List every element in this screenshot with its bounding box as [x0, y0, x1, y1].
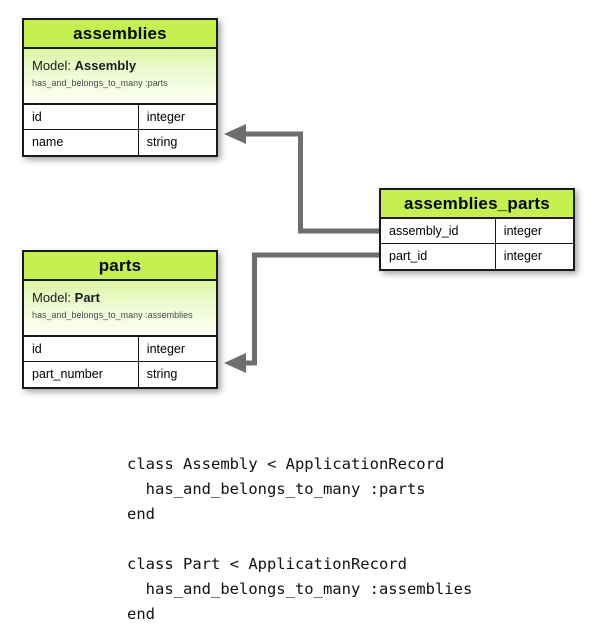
column-name: part_id — [381, 244, 496, 269]
connector-part-id-fk — [224, 252, 379, 373]
model-name: Part — [74, 290, 100, 305]
column-type: string — [146, 367, 178, 381]
arrowhead-left-icon — [224, 124, 246, 144]
column-type: integer — [503, 224, 543, 238]
entity-parts-body: Model: Part has_and_belongs_to_many :ass… — [24, 281, 216, 337]
model-name: Assembly — [74, 58, 137, 73]
column-name: part_number — [24, 362, 139, 387]
connector-assembly-id-fk — [224, 124, 379, 234]
entity-assemblies-parts[interactable]: assemblies_parts assembly_id integer par… — [379, 188, 575, 271]
column-type: string — [146, 135, 178, 149]
table-row: name string — [24, 130, 216, 155]
entity-parts-model: Model: Part — [32, 290, 208, 306]
entity-assemblies-model: Model: Assembly — [32, 58, 208, 74]
entity-parts-association: has_and_belongs_to_many :assemblies — [32, 310, 193, 320]
arrowhead-left-icon — [224, 353, 246, 373]
ruby-code-sample: class Assembly < ApplicationRecord has_a… — [127, 454, 473, 623]
entity-parts-title: parts — [24, 252, 216, 281]
table-row: id integer — [24, 337, 216, 362]
column-name: name — [24, 130, 139, 155]
model-label: Model: — [32, 290, 72, 305]
table-row: id integer — [24, 105, 216, 130]
column-type: integer — [503, 249, 543, 263]
table-row: part_id integer — [381, 244, 573, 269]
entity-assemblies-title: assemblies — [24, 20, 216, 49]
entity-assemblies[interactable]: assemblies Model: Assembly has_and_belon… — [22, 18, 218, 157]
column-name: assembly_id — [381, 219, 496, 243]
column-name: id — [24, 337, 139, 361]
column-name: id — [24, 105, 139, 129]
column-type: integer — [146, 342, 186, 356]
entity-assemblies-body: Model: Assembly has_and_belongs_to_many … — [24, 49, 216, 105]
model-label: Model: — [32, 58, 72, 73]
column-type: integer — [146, 110, 186, 124]
entity-assemblies-parts-title: assemblies_parts — [381, 190, 573, 219]
table-row: assembly_id integer — [381, 219, 573, 244]
table-row: part_number string — [24, 362, 216, 387]
entity-parts[interactable]: parts Model: Part has_and_belongs_to_man… — [22, 250, 218, 389]
entity-assemblies-association: has_and_belongs_to_many :parts — [32, 78, 168, 88]
